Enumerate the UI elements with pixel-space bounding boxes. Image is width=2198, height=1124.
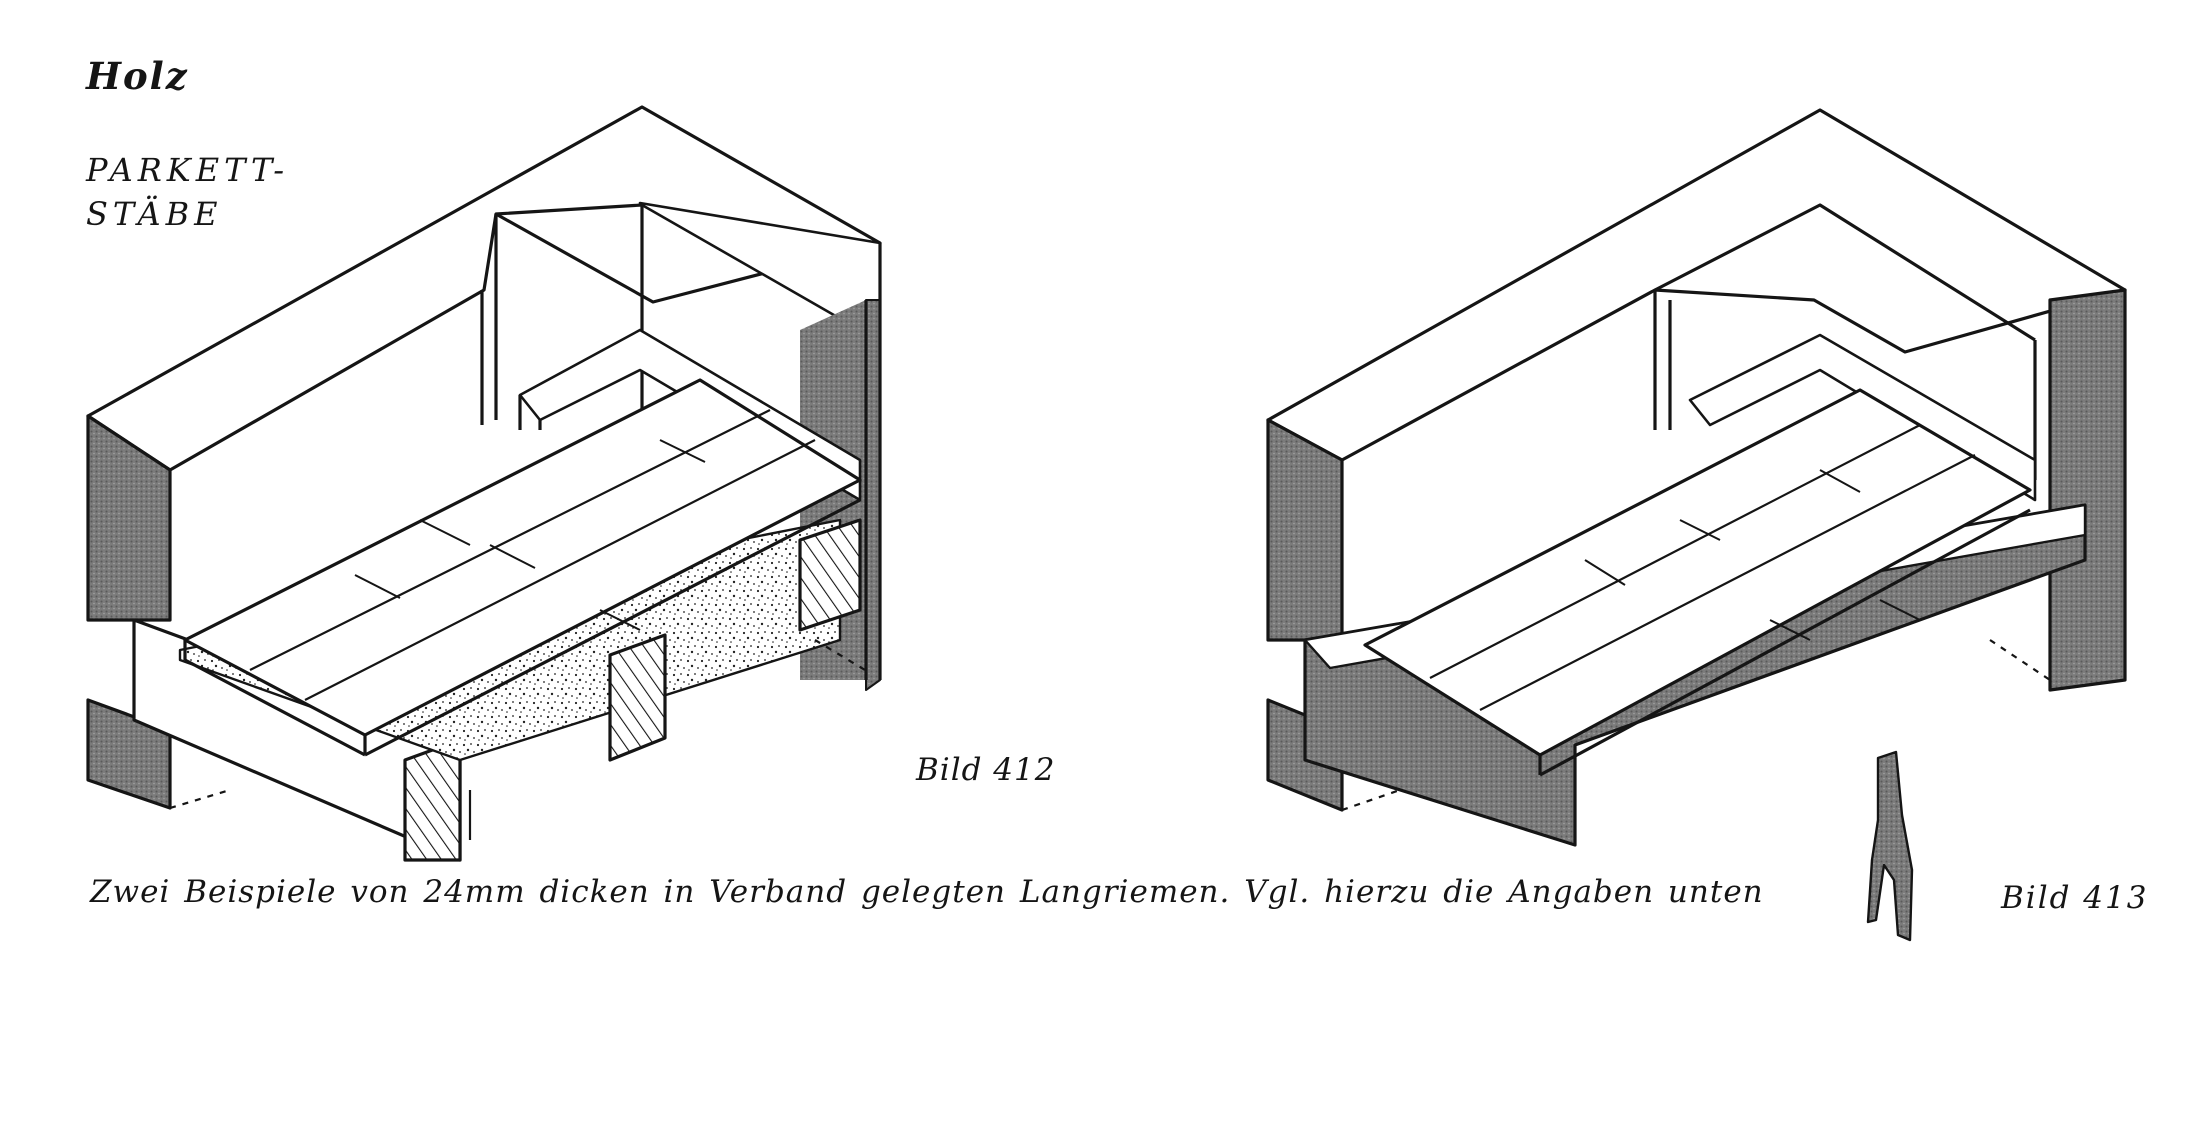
parquet-surface: [183, 378, 862, 737]
wall-section-left-413: [1266, 418, 1344, 642]
figure-412-drawing: [86, 105, 882, 862]
wall-section-left: [86, 414, 172, 622]
figure-label-412: Bild 412: [916, 752, 1056, 788]
wall-section-right-413: [2048, 288, 2127, 692]
figure-413-drawing: [1266, 108, 2127, 942]
back-wall-corner-413: [1654, 203, 2036, 342]
back-wall-corner: [495, 203, 644, 460]
page-title: Holz: [86, 54, 189, 98]
skirting-board-413: [1688, 333, 2037, 502]
section-heading: PARKETT- STÄBE: [86, 148, 289, 236]
figure-caption: Zwei Beispiele von 24mm dicken in Verban…: [90, 874, 1764, 910]
figure-label-413: Bild 413: [2001, 880, 2149, 916]
wall-top-left-413: [1266, 108, 2127, 462]
plank-section-detail: [1866, 750, 1914, 942]
section-heading-line2: STÄBE: [86, 195, 223, 233]
joist-section-2: [798, 518, 862, 632]
joist-section-1: [608, 633, 667, 762]
wall-section-right: [865, 299, 881, 691]
parquet-surface-413: [1363, 388, 2032, 757]
section-heading-line1: PARKETT-: [86, 151, 290, 189]
wall-top-left: [86, 105, 882, 472]
